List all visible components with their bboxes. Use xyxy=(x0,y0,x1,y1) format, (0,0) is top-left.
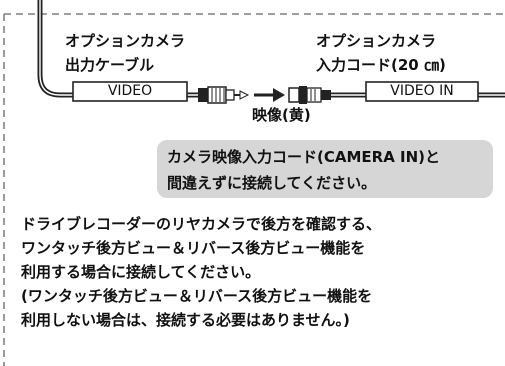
video-signal-label: 映像(黄) xyxy=(252,106,311,124)
body-line-1: ドライブレコーダーのリヤカメラで後方を確認する、 xyxy=(21,215,382,233)
output-cable-label-2: 出力ケーブル xyxy=(65,56,155,74)
body-line-2: ワンタッチ後方ビュー＆リバース後方ビュー機能を xyxy=(21,239,366,257)
rca-jack-icon xyxy=(288,86,331,104)
rca-plug-icon xyxy=(198,86,250,104)
connect-arrow-icon xyxy=(254,88,285,102)
video-out-label: VIDEO xyxy=(107,83,153,99)
body-line-4: (ワンタッチ後方ビュー＆リバース後方ビュー機能を xyxy=(21,287,373,305)
caution-note: カメラ映像入力コード(CAMERA IN)と 間違えずに接続してください。 xyxy=(157,140,493,198)
body-line-3: 利用する場合に接続してください。 xyxy=(21,263,261,281)
input-cord-label-1: オプションカメラ xyxy=(316,32,437,50)
note-line-2: 間違えずに接続してください。 xyxy=(167,174,377,192)
video-in-label: VIDEO IN xyxy=(390,83,454,99)
body-line-5: 利用しない場合は、接続する必要はありません。) xyxy=(21,311,350,329)
note-line-1: カメラ映像入力コード(CAMERA IN)と xyxy=(167,148,441,166)
output-cable-label-1: オプションカメラ xyxy=(65,32,186,50)
video-out-label-box xyxy=(72,81,188,102)
dashed-frame xyxy=(3,13,505,366)
video-in-label-box xyxy=(365,81,479,102)
input-cord-label-2: 入力コード(20 ㎝) xyxy=(316,56,446,74)
